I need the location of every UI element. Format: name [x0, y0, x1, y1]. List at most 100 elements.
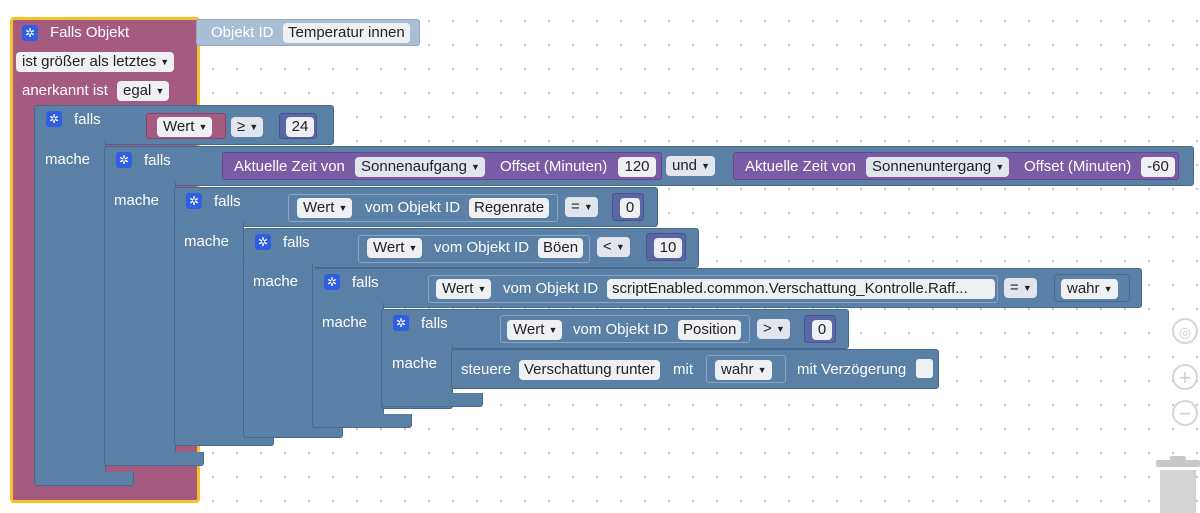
acknowledged-text: egal — [123, 82, 152, 99]
if-6-value-text: Wert — [513, 321, 545, 338]
if-6-mache: mache — [392, 355, 438, 372]
if-1-value-dropdown[interactable]: Wert▼ — [157, 117, 213, 137]
if-3-value-dropdown[interactable]: Wert▼ — [297, 198, 353, 218]
if-2-left-offset[interactable]: 120 — [618, 157, 656, 177]
if-2-right-select[interactable]: Sonnenuntergang▼ — [866, 157, 1010, 177]
if-6-of-object: vom Objekt ID — [573, 321, 669, 338]
if-block-2-foot — [104, 452, 204, 466]
if-4-value-dropdown[interactable]: Wert▼ — [367, 238, 423, 258]
if-1-operator-dropdown[interactable]: ≥▼ — [231, 117, 264, 137]
gear-icon[interactable]: ✲ — [22, 25, 38, 41]
chevron-down-icon: ▼ — [408, 243, 418, 253]
if-4-operator-dropdown[interactable]: <▼ — [597, 237, 630, 257]
if-2-logic-text: und — [672, 157, 698, 174]
acknowledged-label: anerkannt ist — [22, 82, 108, 99]
if-6-value-dropdown[interactable]: Wert▼ — [507, 320, 563, 340]
if-block-5-body — [312, 302, 384, 428]
if-4-operator-text: < — [603, 238, 612, 255]
action-target[interactable]: Verschattung runter — [519, 360, 660, 380]
if-block-2-body — [104, 180, 176, 464]
trash-handle — [1170, 456, 1186, 461]
if-5-operator-dropdown[interactable]: =▼ — [1004, 278, 1037, 298]
action-with-label: mit — [673, 361, 693, 378]
chevron-down-icon: ▼ — [471, 162, 480, 172]
if-2-left-select-text: Sonnenaufgang — [361, 158, 467, 175]
object-id-value[interactable]: Temperatur innen — [283, 23, 410, 43]
crosshair-icon[interactable]: ◎ — [1172, 318, 1198, 344]
gear-icon[interactable]: ✲ — [255, 234, 271, 250]
trigger-condition-text: ist größer als letztes — [22, 53, 157, 70]
if-block-1-body — [34, 140, 106, 484]
zoom-in-icon[interactable]: + — [1172, 364, 1198, 390]
if-5-of-object: vom Objekt ID — [503, 280, 599, 297]
if-3-value-text: Wert — [303, 199, 335, 216]
if-1-number[interactable]: 24 — [286, 117, 314, 137]
if-2-left-offset-label: Offset (Minuten) — [500, 158, 608, 175]
acknowledged-dropdown[interactable]: egal▼ — [117, 81, 170, 101]
if-4-object-id[interactable]: Böen — [538, 238, 584, 258]
chevron-down-icon: ▼ — [775, 324, 785, 334]
chevron-down-icon: ▼ — [198, 122, 208, 132]
if-block-6-foot — [381, 393, 483, 407]
if-3-object-id[interactable]: Regenrate — [469, 198, 550, 218]
if-2-right-label: Aktuelle Zeit von — [745, 158, 856, 175]
object-id-label: Objekt ID — [211, 24, 274, 41]
if-4-of-object: vom Objekt ID — [434, 239, 530, 256]
if-2-mache: mache — [114, 192, 160, 209]
if-4-number[interactable]: 10 — [654, 238, 682, 258]
chevron-down-icon: ▼ — [757, 365, 767, 375]
chevron-down-icon: ▼ — [548, 325, 558, 335]
if-6-operator-dropdown[interactable]: >▼ — [757, 319, 790, 339]
chevron-down-icon: ▼ — [477, 284, 487, 294]
if-4-mache: mache — [253, 273, 299, 290]
if-5-mache: mache — [322, 314, 368, 331]
trash-body — [1160, 470, 1196, 513]
if-4-value-text: Wert — [373, 239, 405, 256]
chevron-down-icon: ▼ — [338, 203, 348, 213]
gear-icon[interactable]: ✲ — [46, 111, 62, 127]
gear-icon[interactable]: ✲ — [393, 315, 409, 331]
if-3-mache: mache — [184, 233, 230, 250]
action-delay-checkbox[interactable] — [916, 359, 933, 378]
if-6-operator-text: > — [763, 320, 772, 337]
chevron-down-icon: ▼ — [615, 242, 625, 252]
if-3-of-object: vom Objekt ID — [365, 199, 461, 216]
trigger-condition-dropdown[interactable]: ist größer als letztes▼ — [16, 52, 175, 72]
if-5-operator-text: = — [1010, 279, 1019, 296]
if-2-right-offset[interactable]: -60 — [1141, 157, 1175, 177]
gear-icon[interactable]: ✲ — [116, 152, 132, 168]
if-6-object-id[interactable]: Position — [678, 320, 742, 340]
if-1-value-text: Wert — [163, 118, 195, 135]
if-6-falls: falls — [421, 315, 448, 332]
action-label: steuere — [461, 361, 512, 378]
if-3-falls: falls — [214, 193, 241, 210]
chevron-down-icon: ▼ — [701, 161, 711, 171]
chevron-down-icon: ▼ — [155, 86, 165, 96]
if-5-value-dropdown[interactable]: Wert▼ — [436, 279, 492, 299]
trash-icon[interactable] — [1156, 456, 1200, 513]
zoom-out-icon[interactable]: − — [1172, 400, 1198, 426]
if-2-right-offset-label: Offset (Minuten) — [1024, 158, 1132, 175]
if-3-number[interactable]: 0 — [620, 198, 640, 218]
gear-icon[interactable]: ✲ — [324, 274, 340, 290]
if-5-bool-dropdown[interactable]: wahr▼ — [1061, 279, 1118, 299]
if-1-falls: falls — [74, 111, 101, 128]
zoom-in-glyph: + — [1178, 365, 1192, 390]
if-6-number[interactable]: 0 — [812, 320, 832, 340]
if-block-5-foot — [312, 414, 412, 428]
trash-lid — [1156, 460, 1200, 467]
if-block-1-foot — [34, 472, 134, 486]
action-bool-text: wahr — [721, 361, 754, 378]
chevron-down-icon: ▼ — [249, 122, 259, 132]
action-delay-label: mit Verzögerung — [797, 361, 907, 378]
if-2-logic-dropdown[interactable]: und▼ — [666, 156, 716, 176]
chevron-down-icon: ▼ — [995, 162, 1005, 172]
action-bool-dropdown[interactable]: wahr▼ — [715, 360, 772, 380]
if-5-value-text: Wert — [442, 280, 474, 297]
if-3-operator-dropdown[interactable]: =▼ — [565, 197, 598, 217]
gear-icon[interactable]: ✲ — [186, 193, 202, 209]
zoom-out-glyph: − — [1178, 401, 1192, 426]
if-5-object-id[interactable]: scriptEnabled.common.Verschattung_Kontro… — [607, 279, 995, 299]
chevron-down-icon: ▼ — [1022, 283, 1032, 293]
if-2-left-select[interactable]: Sonnenaufgang ▼ — [355, 157, 485, 177]
